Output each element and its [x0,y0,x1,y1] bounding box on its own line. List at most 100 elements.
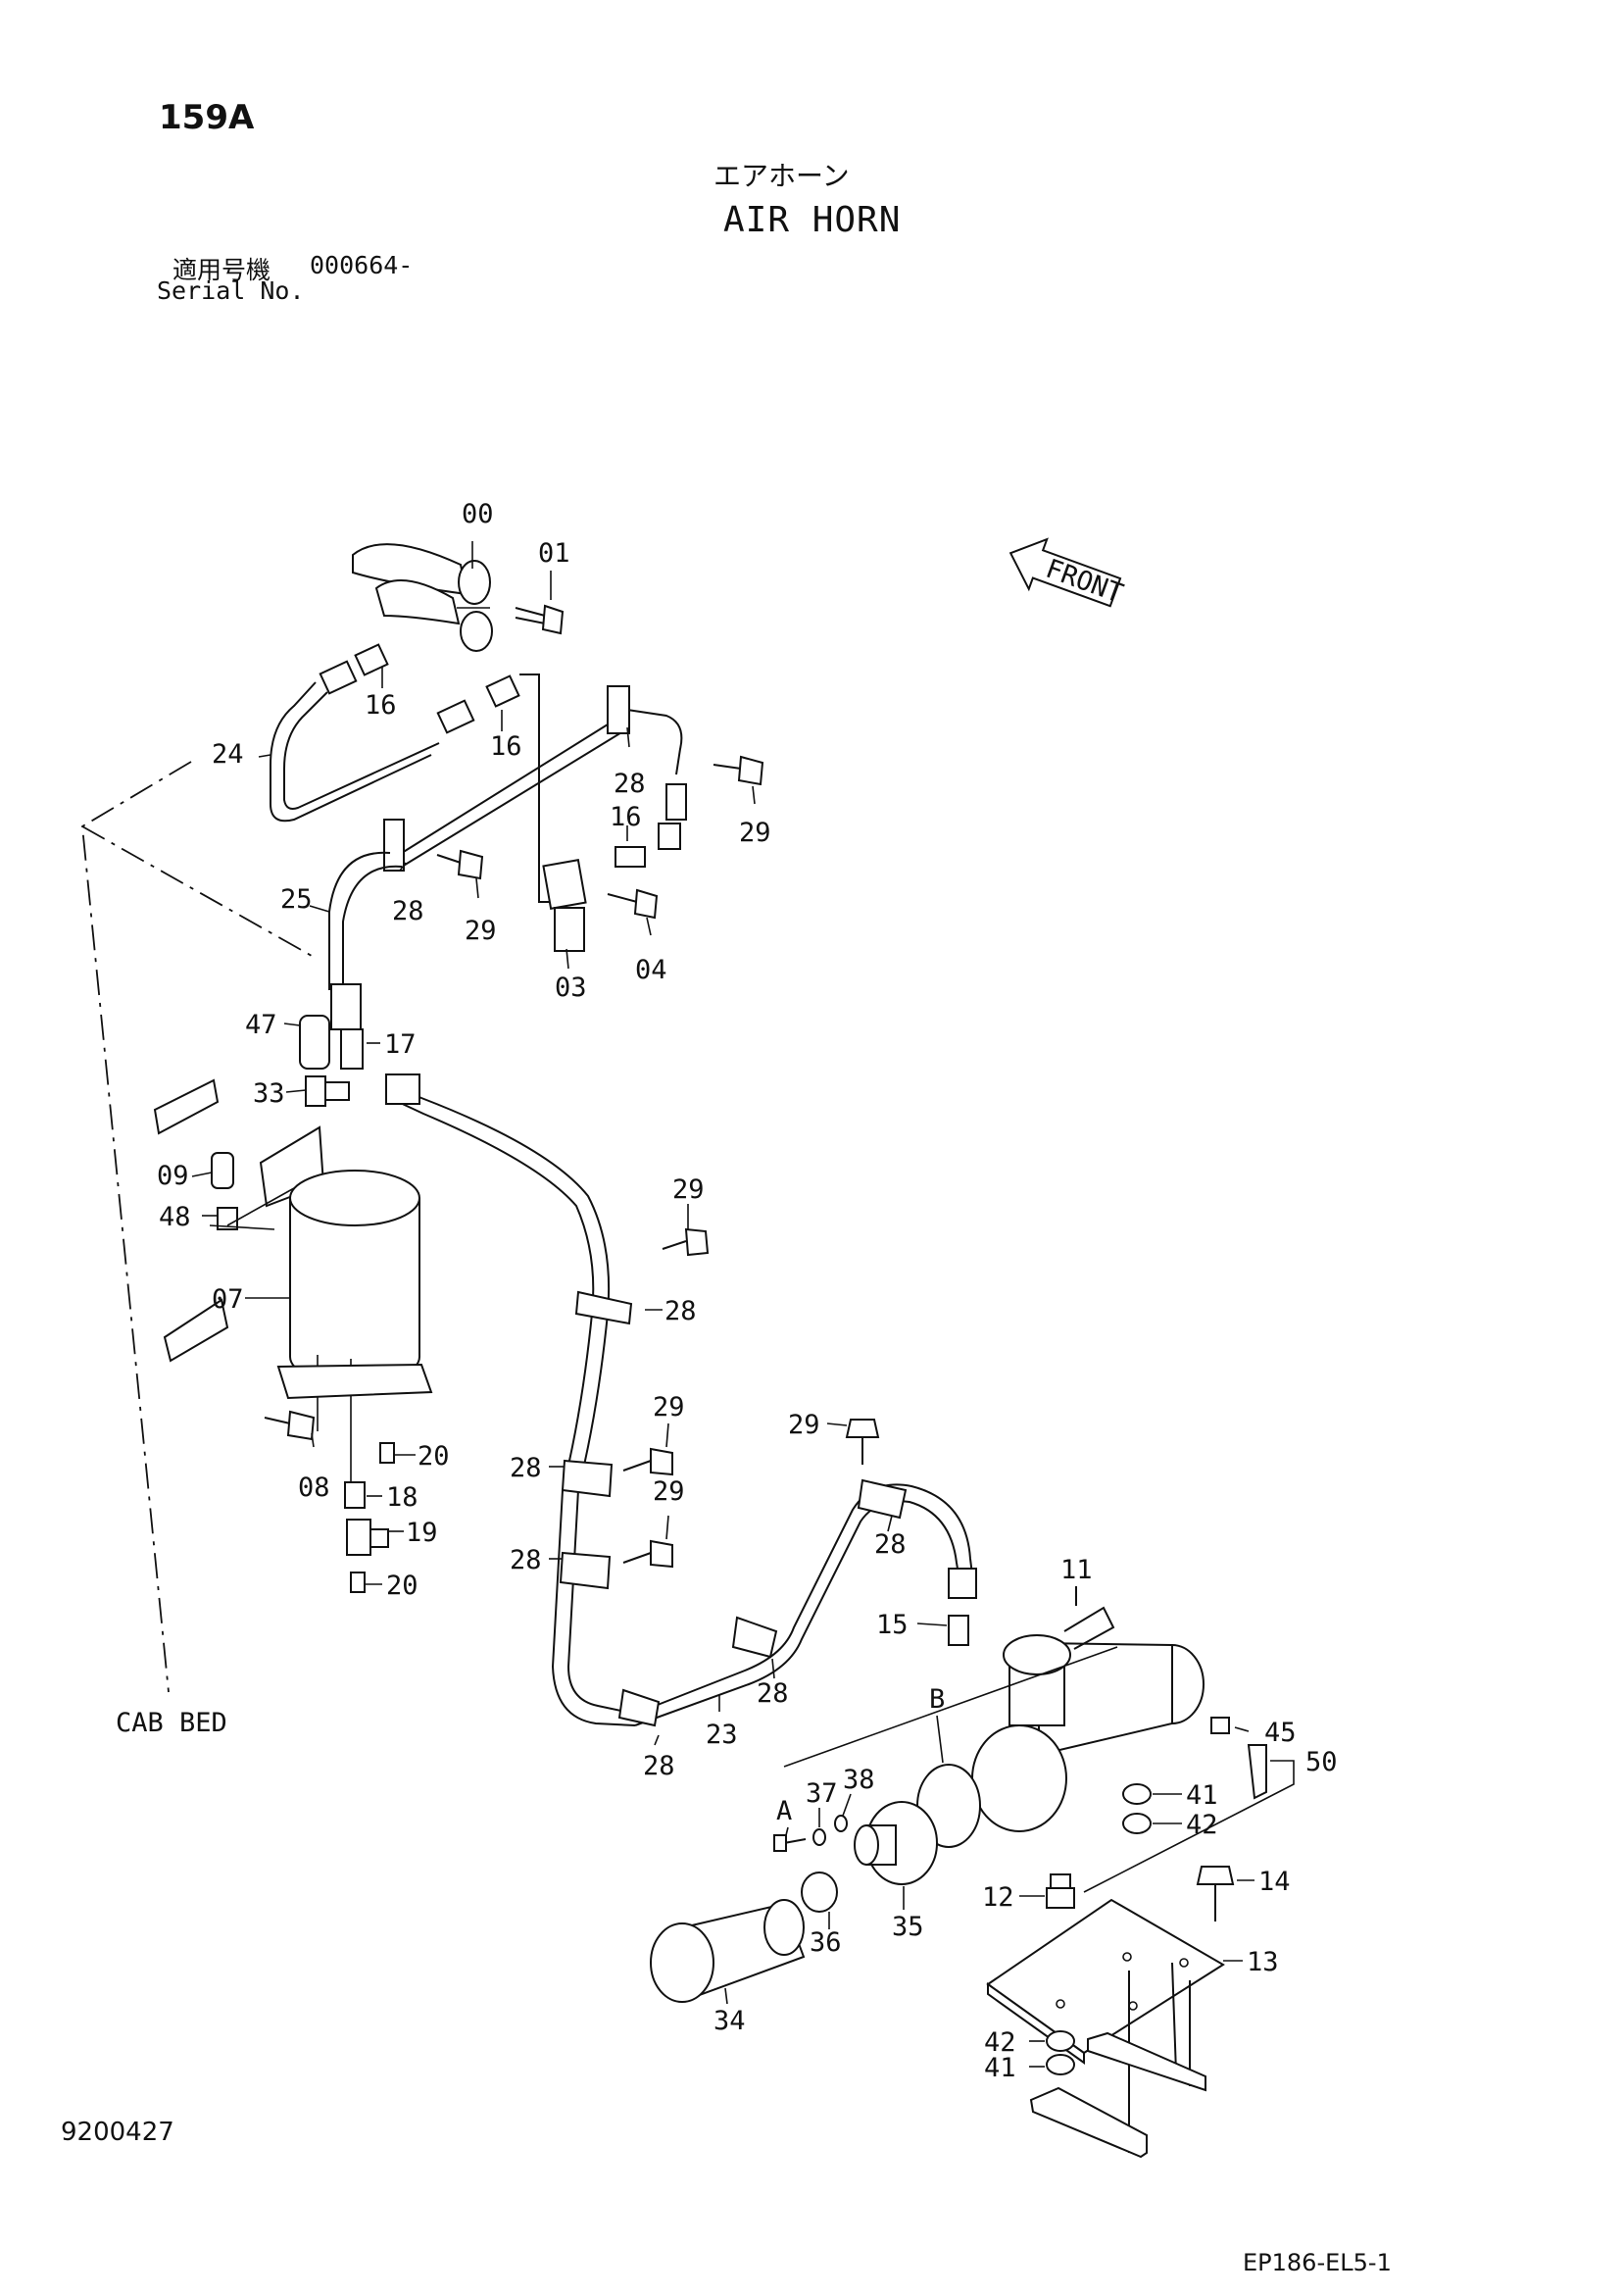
document-number: 9200427 [61,2118,174,2147]
bolt-08 [264,1410,316,1441]
callout-08: 08 [298,1472,330,1503]
bolt-29-left [436,849,484,880]
callout-01: 01 [538,538,570,569]
fitting-hose-end [948,1568,977,1599]
tee-33 [305,1075,350,1107]
callout-42: 42 [984,2027,1016,2058]
callout-13: 13 [1247,1947,1279,1977]
callout-04: 04 [635,955,667,985]
callout-41: 41 [1186,1780,1218,1811]
bracket-bottom-a [1029,2086,1148,2159]
bolt-29-right [845,1419,880,1465]
callout-09: 09 [157,1161,189,1191]
washer-42-a [1122,1813,1152,1834]
callout-20: 20 [418,1441,450,1472]
fitting-pipe-start [385,1073,420,1105]
plate-35 [854,1801,938,1885]
hose-25 [342,865,403,990]
callout-29: 29 [465,916,497,946]
callout-28: 28 [510,1545,542,1575]
callout-12: 12 [982,1882,1014,1913]
callout-33: 33 [253,1078,285,1109]
clamp-28-low-b [559,1551,612,1590]
callout-15: 15 [876,1610,909,1640]
callout-28: 28 [664,1296,697,1326]
mount-12 [1046,1873,1075,1909]
callout-16: 16 [610,802,642,832]
callout-03: 03 [555,973,587,1003]
tube-connector [658,783,687,850]
air-tank-07 [289,1170,420,1490]
callout-29: 29 [653,1392,685,1423]
callout-29: 29 [653,1476,685,1507]
serial-label-japanese: 適用号機 [172,256,271,284]
clamp-28-low-a [561,1459,614,1498]
leader-lines [191,541,1295,2068]
fitting-16-b [436,674,520,734]
plug-20-b [350,1572,366,1593]
callout-28: 28 [510,1453,542,1483]
air-horn [352,543,493,652]
clamp-28-left [383,819,405,872]
page-title: AIR HORN [723,200,902,240]
leader-a-b [783,1646,1118,1768]
callout-16: 16 [365,690,397,721]
valve-19 [346,1519,389,1556]
clamp-28-mid [574,1290,633,1325]
bolt-29-low-b [622,1539,673,1569]
filter-34 [650,1899,806,2003]
valve-47 [299,1015,330,1070]
callout-16: 16 [490,731,522,762]
callout-36: 36 [810,1927,842,1958]
callout-00: 00 [462,499,494,529]
reference-code: EP186-EL5-1 [1243,2249,1392,2276]
callout-29: 29 [672,1174,705,1205]
front-direction-arrow: FRONT [1008,537,1127,610]
page-number: 159A [159,98,255,137]
callout-50: 50 [1305,1747,1338,1777]
fitting-18 [344,1481,366,1509]
callout-29: 29 [739,818,771,848]
filter-03 [542,859,587,952]
callout-23: 23 [706,1720,738,1750]
callout-28: 28 [614,769,646,799]
callout-07: 07 [212,1284,244,1315]
callout-38: 38 [843,1765,875,1795]
bolt-29-low-a [622,1447,673,1476]
pipe-23-main [389,1083,636,1715]
hose-24 [270,681,432,823]
nut-41-b [1046,2054,1075,2075]
callout-24: 24 [212,739,244,770]
callout-b: B [929,1684,945,1715]
bracket-50 [1247,1744,1267,1800]
clamp-28-top-right [857,1478,908,1520]
callout-20: 20 [386,1571,418,1601]
callout-48: 48 [159,1202,191,1232]
callout-34: 34 [713,2006,746,2036]
serial-number-value: 000664- [310,251,414,279]
bolt-14 [1196,1866,1235,1922]
elbow-15 [948,1615,969,1646]
bolt-01 [515,604,565,635]
callout-28: 28 [757,1678,789,1709]
bolt-04 [607,888,659,920]
title-japanese: エアホーン [713,160,850,192]
callout-28: 28 [392,896,424,926]
bracket-lower [163,1298,229,1363]
pipe-23-branch [634,1483,973,1715]
callout-18: 18 [386,1482,418,1513]
callout-42: 42 [1186,1810,1218,1840]
callout-a: A [776,1796,792,1826]
callouts: 00 01 16 16 24 28 29 16 25 28 29 03 04 4… [157,499,1338,2083]
front-label: FRONT [1042,554,1127,610]
callout-47: 47 [245,1010,277,1040]
nut-41-a [1122,1783,1152,1805]
washer-37 [812,1828,826,1846]
callout-25: 25 [280,884,313,915]
washer-42-b [1046,2030,1075,2052]
callout-28: 28 [874,1529,907,1560]
callout-37: 37 [806,1778,838,1809]
compressor-11 [971,1606,1205,1832]
callout-35: 35 [892,1912,924,1942]
